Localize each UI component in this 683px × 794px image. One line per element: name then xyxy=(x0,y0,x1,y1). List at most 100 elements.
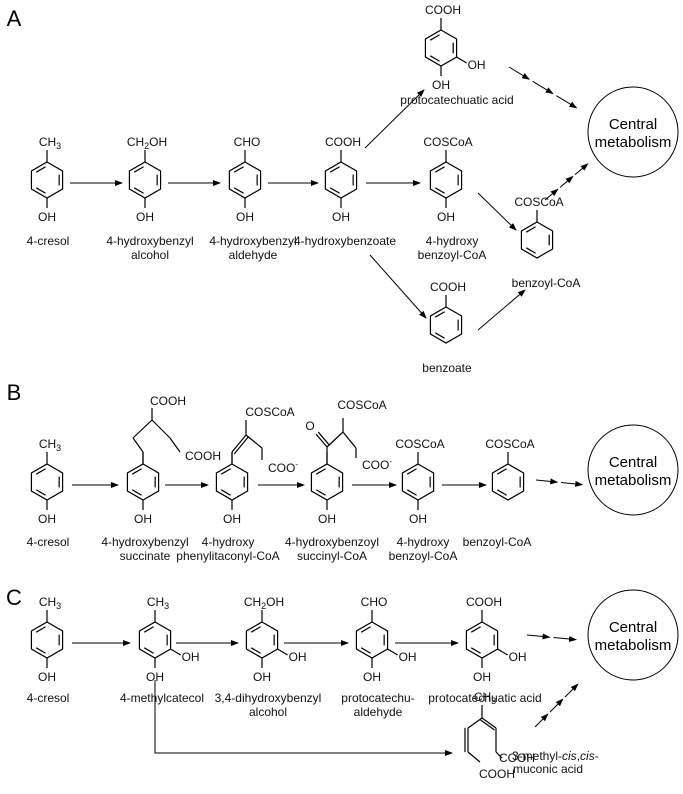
thioester-group: COSCoA xyxy=(423,135,472,149)
multistep-arrow xyxy=(560,480,584,487)
compound-label: 4-cresol xyxy=(27,234,70,248)
aromatic-double-bond xyxy=(35,647,46,654)
aldehyde-group: CHO xyxy=(361,595,388,609)
hydroxymethyl-group: CH2OH xyxy=(244,595,284,611)
methyl-group: CH3 xyxy=(474,690,496,706)
aromatic-double-bond xyxy=(250,626,261,633)
alkene-double-bond xyxy=(233,436,249,455)
methyl-group: CH3 xyxy=(39,595,61,611)
aromatic-double-bond xyxy=(220,468,231,475)
meta-hydroxyl-group: OH xyxy=(182,650,200,664)
bond xyxy=(132,437,144,453)
benzene-ring xyxy=(126,463,160,501)
aromatic-double-bond xyxy=(429,55,440,62)
hydroxyl-group: OH xyxy=(363,670,381,684)
ketone-oxygen: O xyxy=(305,419,314,433)
benzene-ring xyxy=(465,621,499,659)
thioester-group: COSCoA xyxy=(245,405,294,419)
central-metabolism-label: metabolism xyxy=(595,472,672,489)
aromatic-double-bond xyxy=(315,489,326,496)
thioester-group: COSCoA xyxy=(395,437,444,451)
hydroxyl-group: OH xyxy=(146,670,164,684)
hydroxyl-group: OH xyxy=(332,210,350,224)
carboxylate-group: COO- xyxy=(362,457,392,472)
methyl-group: CH3 xyxy=(147,595,169,611)
carboxyl-group: COOH xyxy=(479,767,515,781)
chemical-bonds xyxy=(46,18,538,763)
central-metabolism-node xyxy=(587,86,679,178)
aromatic-double-bond xyxy=(133,187,144,194)
alkene-double-bond xyxy=(231,434,247,453)
aromatic-double-bond xyxy=(220,489,231,496)
central-metabolism-label: Central xyxy=(609,454,657,471)
meta-hydroxyl-group: OH xyxy=(468,58,486,72)
bond xyxy=(467,717,483,729)
compound-label: aldehyde xyxy=(229,248,278,262)
central-metabolism-node xyxy=(587,589,679,681)
compound-label: alcohol xyxy=(131,248,169,262)
benzene-ring xyxy=(424,29,458,67)
multistep-arrow xyxy=(544,188,559,201)
hydroxyl-group: OH xyxy=(134,512,152,526)
meta-hydroxyl-group: OH xyxy=(399,650,417,664)
aromatic-double-bond xyxy=(434,187,445,194)
compound-label: protocatechu- xyxy=(341,691,414,705)
aromatic-double-bond xyxy=(233,166,244,173)
compound-label: 4-hydroxy xyxy=(397,535,450,549)
aromatic-double-bond xyxy=(496,468,507,475)
compound-label: succinyl-CoA xyxy=(297,549,367,563)
carboxyl-group: COOH xyxy=(466,595,502,609)
hydroxyl-bond xyxy=(387,648,398,656)
multistep-arrow xyxy=(532,80,554,95)
benzene-ring xyxy=(401,463,435,501)
compound-label: muconic acid xyxy=(513,762,583,776)
thioester-group: COSCoA xyxy=(514,195,563,209)
hydroxyl-group: OH xyxy=(409,512,427,526)
compound-label: 4-methylcatecol xyxy=(120,691,204,705)
compound-label: 4-hydroxybenzyl xyxy=(209,234,296,248)
benzene-ring xyxy=(215,463,249,501)
carboxyl-group: COOH xyxy=(499,751,535,765)
compound-label: 4-cresol xyxy=(27,535,70,549)
hydroxyl-group: OH xyxy=(38,512,56,526)
thioester-group: COSCoA xyxy=(485,437,534,451)
hydroxyl-bond xyxy=(277,648,288,656)
aromatic-double-bond xyxy=(35,166,46,173)
aromatic-double-bond xyxy=(35,626,46,633)
hydroxyl-group: OH xyxy=(437,210,455,224)
benzene-ring xyxy=(30,463,64,501)
carboxylate-group: COO- xyxy=(268,460,298,475)
hydroxyl-group: OH xyxy=(38,210,56,224)
compound-label: 4-hydroxybenzyl xyxy=(101,535,188,549)
aromatic-double-bond xyxy=(250,647,261,654)
reaction-arrow xyxy=(369,254,427,319)
bond xyxy=(342,431,357,449)
aromatic-double-bond xyxy=(429,34,440,41)
multistep-arrow xyxy=(574,163,589,176)
compound-label: benzoyl-CoA xyxy=(389,549,458,563)
ketone-double-bond xyxy=(315,433,328,448)
thioester-group: COSCoA xyxy=(337,398,386,412)
aromatic-double-bond xyxy=(143,647,154,654)
compound-label: 4-hydroxybenzoyl xyxy=(285,535,379,549)
aromatic-double-bond xyxy=(233,187,244,194)
aromatic-double-bond xyxy=(525,247,536,254)
hydroxyl-bond xyxy=(497,648,508,656)
compound-label: aldehyde xyxy=(354,705,403,719)
compound-label: benzoyl-CoA xyxy=(463,535,532,549)
compound-label: alcohol xyxy=(249,705,287,719)
aromatic-double-bond xyxy=(470,626,481,633)
hydroxyl-group: OH xyxy=(136,210,154,224)
hydroxyl-group: OH xyxy=(432,78,450,92)
meta-hydroxyl-group: OH xyxy=(509,650,527,664)
benzene-rings xyxy=(30,29,554,659)
aromatic-double-bond xyxy=(315,468,326,475)
compound-label: 4-hydroxybenzoate xyxy=(294,234,396,248)
benzene-ring xyxy=(128,161,162,199)
hydroxymethyl-group: CH2OH xyxy=(127,135,167,151)
benzene-ring xyxy=(30,621,64,659)
carboxyl-group: COOH xyxy=(425,3,461,17)
aromatic-double-bond xyxy=(360,647,371,654)
compound-label: 4-cresol xyxy=(27,691,70,705)
